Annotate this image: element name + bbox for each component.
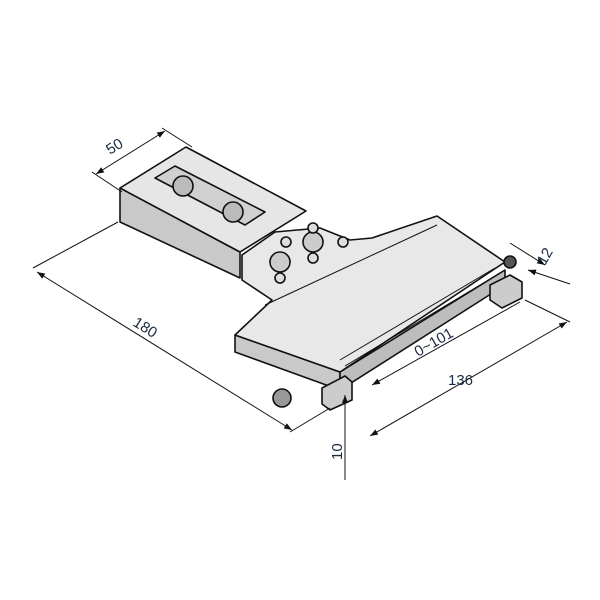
dim-50: 50 (103, 135, 126, 158)
mounting-block (119, 146, 307, 279)
dim-10: 10 (329, 443, 346, 460)
dim-136: 136 (448, 372, 473, 389)
dimension-lines (32, 127, 571, 480)
dim-180: 180 (130, 314, 160, 342)
dim-12: 12 (534, 245, 557, 268)
